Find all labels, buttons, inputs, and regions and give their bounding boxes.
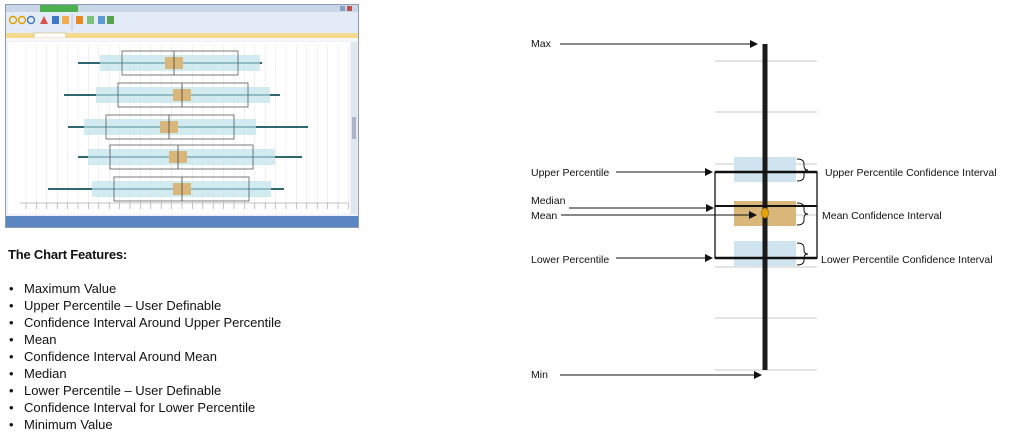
boxplot-row xyxy=(68,114,308,140)
label-lower-percentile: Lower Percentile xyxy=(531,254,609,266)
app-screenshot-svg xyxy=(6,5,358,227)
brace-lower-ci xyxy=(796,242,809,266)
feature-item: Confidence Interval Around Upper Percent… xyxy=(8,314,428,331)
redo-icon[interactable] xyxy=(17,15,27,25)
feature-item: Lower Percentile – User Definable xyxy=(8,382,428,399)
boxplot-row xyxy=(64,82,280,108)
label-mean: Mean xyxy=(531,210,557,222)
mean-marker xyxy=(761,207,769,219)
minimize-icon[interactable] xyxy=(340,6,345,11)
boxplot-row xyxy=(78,144,302,170)
close-icon[interactable] xyxy=(347,6,352,11)
feature-item: Upper Percentile – User Definable xyxy=(8,297,428,314)
label-median: Median xyxy=(531,195,566,207)
feature-item: Median xyxy=(8,365,428,382)
chart-icon[interactable] xyxy=(26,15,36,25)
app-screenshot xyxy=(5,4,359,228)
boxplot-row xyxy=(78,50,262,76)
boxplot-row xyxy=(48,176,284,202)
brace-mean-ci xyxy=(796,202,809,226)
feature-item: Confidence Interval for Lower Percentile xyxy=(8,399,428,416)
brace-upper-ci xyxy=(796,158,809,182)
boxplot-box xyxy=(113,176,250,202)
status-bar xyxy=(6,216,358,227)
boxplot-box xyxy=(121,50,239,76)
features-title: The Chart Features: xyxy=(8,247,128,262)
feature-item: Mean xyxy=(8,331,428,348)
feature-item: Confidence Interval Around Mean xyxy=(8,348,428,365)
undo-icon[interactable] xyxy=(8,15,18,25)
boxplot-box xyxy=(105,114,235,140)
x-axis-ticks xyxy=(20,202,349,209)
app-title-bar xyxy=(6,5,358,12)
label-max: Max xyxy=(531,38,552,50)
boxplot-box xyxy=(109,144,254,170)
feature-item: Minimum Value xyxy=(8,416,428,433)
document-tab[interactable] xyxy=(33,32,67,39)
ribbon-buttons xyxy=(8,14,114,31)
chart-features: The Chart Features: Maximum Value Upper … xyxy=(8,247,428,433)
ribbon-active-tab[interactable] xyxy=(40,5,78,12)
annotation-mean-ci: Mean Confidence Interval xyxy=(822,210,942,222)
export-icon[interactable] xyxy=(62,16,69,24)
feature-item: Maximum Value xyxy=(8,280,428,297)
scroll-thumb[interactable] xyxy=(352,117,356,139)
boxplot-series xyxy=(48,50,308,202)
label-min: Min xyxy=(531,369,548,381)
warning-icon[interactable] xyxy=(40,16,48,24)
document-tab-bar xyxy=(6,33,358,38)
feature-list: Maximum Value Upper Percentile – User De… xyxy=(8,280,428,433)
annotation-upper-ci: Upper Percentile Confidence Interval xyxy=(825,167,997,179)
annotation-lower-ci: Lower Percentile Confidence Interval xyxy=(821,254,993,266)
label-upper-percentile: Upper Percentile xyxy=(531,167,609,179)
boxplot-diagram: Max Upper Percentile Median Mean Lower P… xyxy=(531,38,997,381)
settings-icon[interactable] xyxy=(52,16,59,24)
boxplot-box xyxy=(117,82,249,108)
